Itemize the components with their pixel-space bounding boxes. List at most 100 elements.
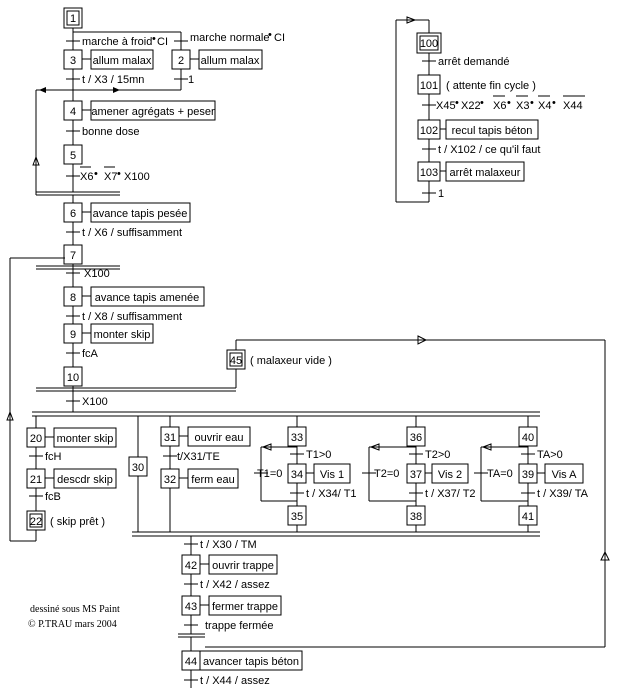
note-101: ( attente fin cycle ) <box>446 80 536 92</box>
transition-froid: marche à froid <box>82 36 152 48</box>
step-36: 36 <box>410 432 422 444</box>
action-20: monter skip <box>57 433 114 445</box>
action-42: ouvrir trappe <box>212 560 274 572</box>
step-42: 42 <box>185 560 197 572</box>
step-6: 6 <box>70 208 76 220</box>
transition-5-x7: X7 <box>104 171 117 183</box>
transition-43: trappe fermée <box>205 620 273 632</box>
transition-6: t / X6 / suffisamment <box>82 227 182 239</box>
transition-102: t / X102 / ce qu'il faut <box>438 144 540 156</box>
step-38: 38 <box>410 511 422 523</box>
step-3: 3 <box>70 55 76 67</box>
transition-40: TA>0 <box>537 449 563 461</box>
step-30: 30 <box>132 462 144 474</box>
step-4: 4 <box>70 106 76 118</box>
step-44: 44 <box>185 656 197 668</box>
transition-3: t / X3 / 15mn <box>82 74 144 86</box>
action-2: allum malax <box>201 55 260 67</box>
transition-101-x44: X44 <box>563 100 583 112</box>
and-dot: • <box>455 97 459 109</box>
transition-101-x4: X4 <box>538 100 551 112</box>
step-2: 2 <box>178 55 184 67</box>
step-5: 5 <box>70 150 76 162</box>
action-21: descdr skip <box>57 474 113 486</box>
transition-40b: TA=0 <box>487 468 513 480</box>
step-45: 45 <box>230 355 242 367</box>
action-4: amener agrégats + peser <box>91 106 215 118</box>
step-22: 22 <box>30 516 42 528</box>
action-3: allum malax <box>93 55 152 67</box>
transition-froid-ci: CI <box>157 36 168 48</box>
step-21: 21 <box>30 474 42 486</box>
transition-42: t / X42 / assez <box>200 579 270 591</box>
transition-101-x6: X6 <box>493 100 506 112</box>
transition-101-x45: X45 <box>436 100 456 112</box>
action-102: recul tapis béton <box>452 125 533 137</box>
transition-5-x100: X100 <box>124 171 150 183</box>
action-31: ouvrir eau <box>195 432 244 444</box>
transition-21: fcB <box>45 491 61 503</box>
note-22: ( skip prêt ) <box>50 516 105 528</box>
and-dot: • <box>117 168 121 180</box>
and-dot: • <box>94 168 98 180</box>
transition-100: arrêt demandé <box>438 56 510 68</box>
and-dot: • <box>530 97 534 109</box>
transition-2: 1 <box>188 74 194 86</box>
and-dot: • <box>507 97 511 109</box>
step-31: 31 <box>164 432 176 444</box>
transition-36b: T2=0 <box>374 468 399 480</box>
transition-normale: marche normale <box>190 32 269 44</box>
step-103: 103 <box>420 167 438 179</box>
step-39: 39 <box>522 469 534 481</box>
action-8: avance tapis amenée <box>95 292 200 304</box>
step-8: 8 <box>70 292 76 304</box>
transition-sync: t / X30 / TM <box>200 539 257 551</box>
step-41: 41 <box>522 511 534 523</box>
transition-101-x22: X22 <box>461 100 481 112</box>
transition-5-x6: X6 <box>80 171 93 183</box>
transition-7: X100 <box>84 268 110 280</box>
and-dot: • <box>552 97 556 109</box>
note-45: ( malaxeur vide ) <box>250 355 332 367</box>
step-1: 1 <box>70 13 76 25</box>
step-20: 20 <box>30 433 42 445</box>
and-dot: • <box>480 97 484 109</box>
step-40: 40 <box>522 432 534 444</box>
step-9: 9 <box>70 329 76 341</box>
transition-31: t/X31/TE <box>177 451 220 463</box>
step-10: 10 <box>67 372 79 384</box>
action-6: avance tapis pesée <box>93 208 188 220</box>
action-34: Vis 1 <box>320 469 344 481</box>
step-102: 102 <box>420 125 438 137</box>
transition-39: t / X39/ TA <box>537 488 589 500</box>
transition-9: fcA <box>82 348 99 360</box>
transition-37: t / X37/ T2 <box>425 488 476 500</box>
credit-line-1: dessiné sous MS Paint <box>30 604 120 615</box>
action-32: ferm eau <box>191 474 234 486</box>
and-dot: • <box>152 33 156 45</box>
transition-36: T2>0 <box>425 449 450 461</box>
step-101: 101 <box>420 80 438 92</box>
transition-20: fcH <box>45 451 62 463</box>
transition-normale-ci: CI <box>274 32 285 44</box>
action-39: Vis A <box>552 469 578 481</box>
transition-4: bonne dose <box>82 126 140 138</box>
step-35: 35 <box>291 511 303 523</box>
action-103: arrêt malaxeur <box>450 167 521 179</box>
credit-line-2: © P.TRAU mars 2004 <box>28 619 117 630</box>
transition-103: 1 <box>438 188 444 200</box>
step-34: 34 <box>291 469 303 481</box>
transition-34: t / X34/ T1 <box>306 488 357 500</box>
action-43: fermer trappe <box>212 601 278 613</box>
action-37: Vis 2 <box>438 469 462 481</box>
step-43: 43 <box>185 601 197 613</box>
action-44: avancer tapis béton <box>203 656 299 668</box>
transition-10: X100 <box>82 396 108 408</box>
transition-33b: T1=0 <box>257 468 282 480</box>
transition-8: t / X8 / suffisamment <box>82 311 182 323</box>
action-9: monter skip <box>94 329 151 341</box>
step-7: 7 <box>70 250 76 262</box>
and-dot: • <box>268 29 272 41</box>
transition-44: t / X44 / assez <box>200 675 270 687</box>
